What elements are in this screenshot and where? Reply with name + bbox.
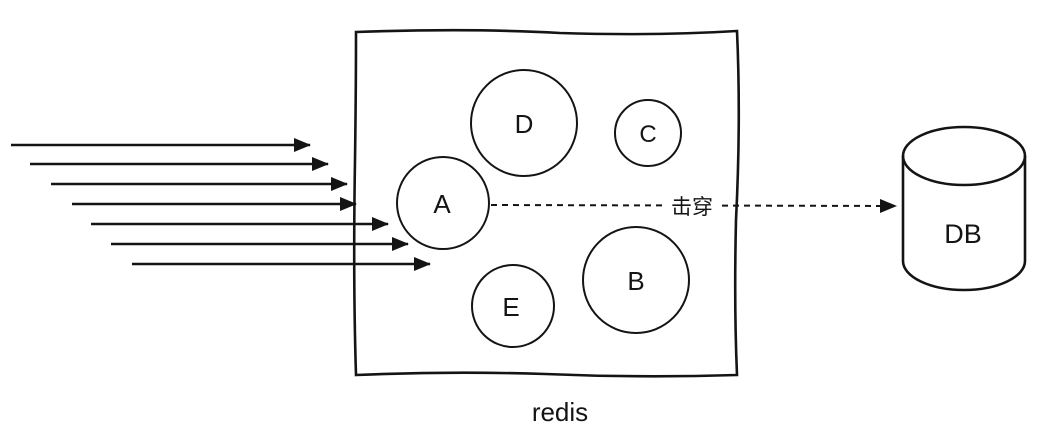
key-circle-a (396, 156, 490, 250)
db-cylinder-top (901, 125, 1027, 187)
db-label: DB (944, 219, 982, 249)
redis-caption: redis (532, 397, 588, 427)
key-label-d: D (515, 109, 534, 139)
key-label-e: E (502, 292, 519, 322)
key-label-b: B (627, 266, 644, 296)
key-circle-c (614, 99, 682, 167)
breakdown-annotation: 击穿 (666, 194, 717, 220)
db-cylinder-body (901, 156, 1027, 292)
db-cylinder: DB (901, 125, 1027, 292)
key-circle-b (582, 226, 690, 334)
key-label-c: C (639, 121, 656, 148)
breakdown-label-background (666, 194, 717, 220)
key-circle-d (470, 69, 578, 177)
cache-keys: D C A B E (396, 69, 690, 348)
request-arrows (11, 138, 431, 271)
redis-box (352, 28, 741, 378)
breakdown-label: 击穿 (671, 196, 713, 219)
key-label-a: A (433, 189, 451, 219)
key-circle-e (471, 264, 555, 348)
